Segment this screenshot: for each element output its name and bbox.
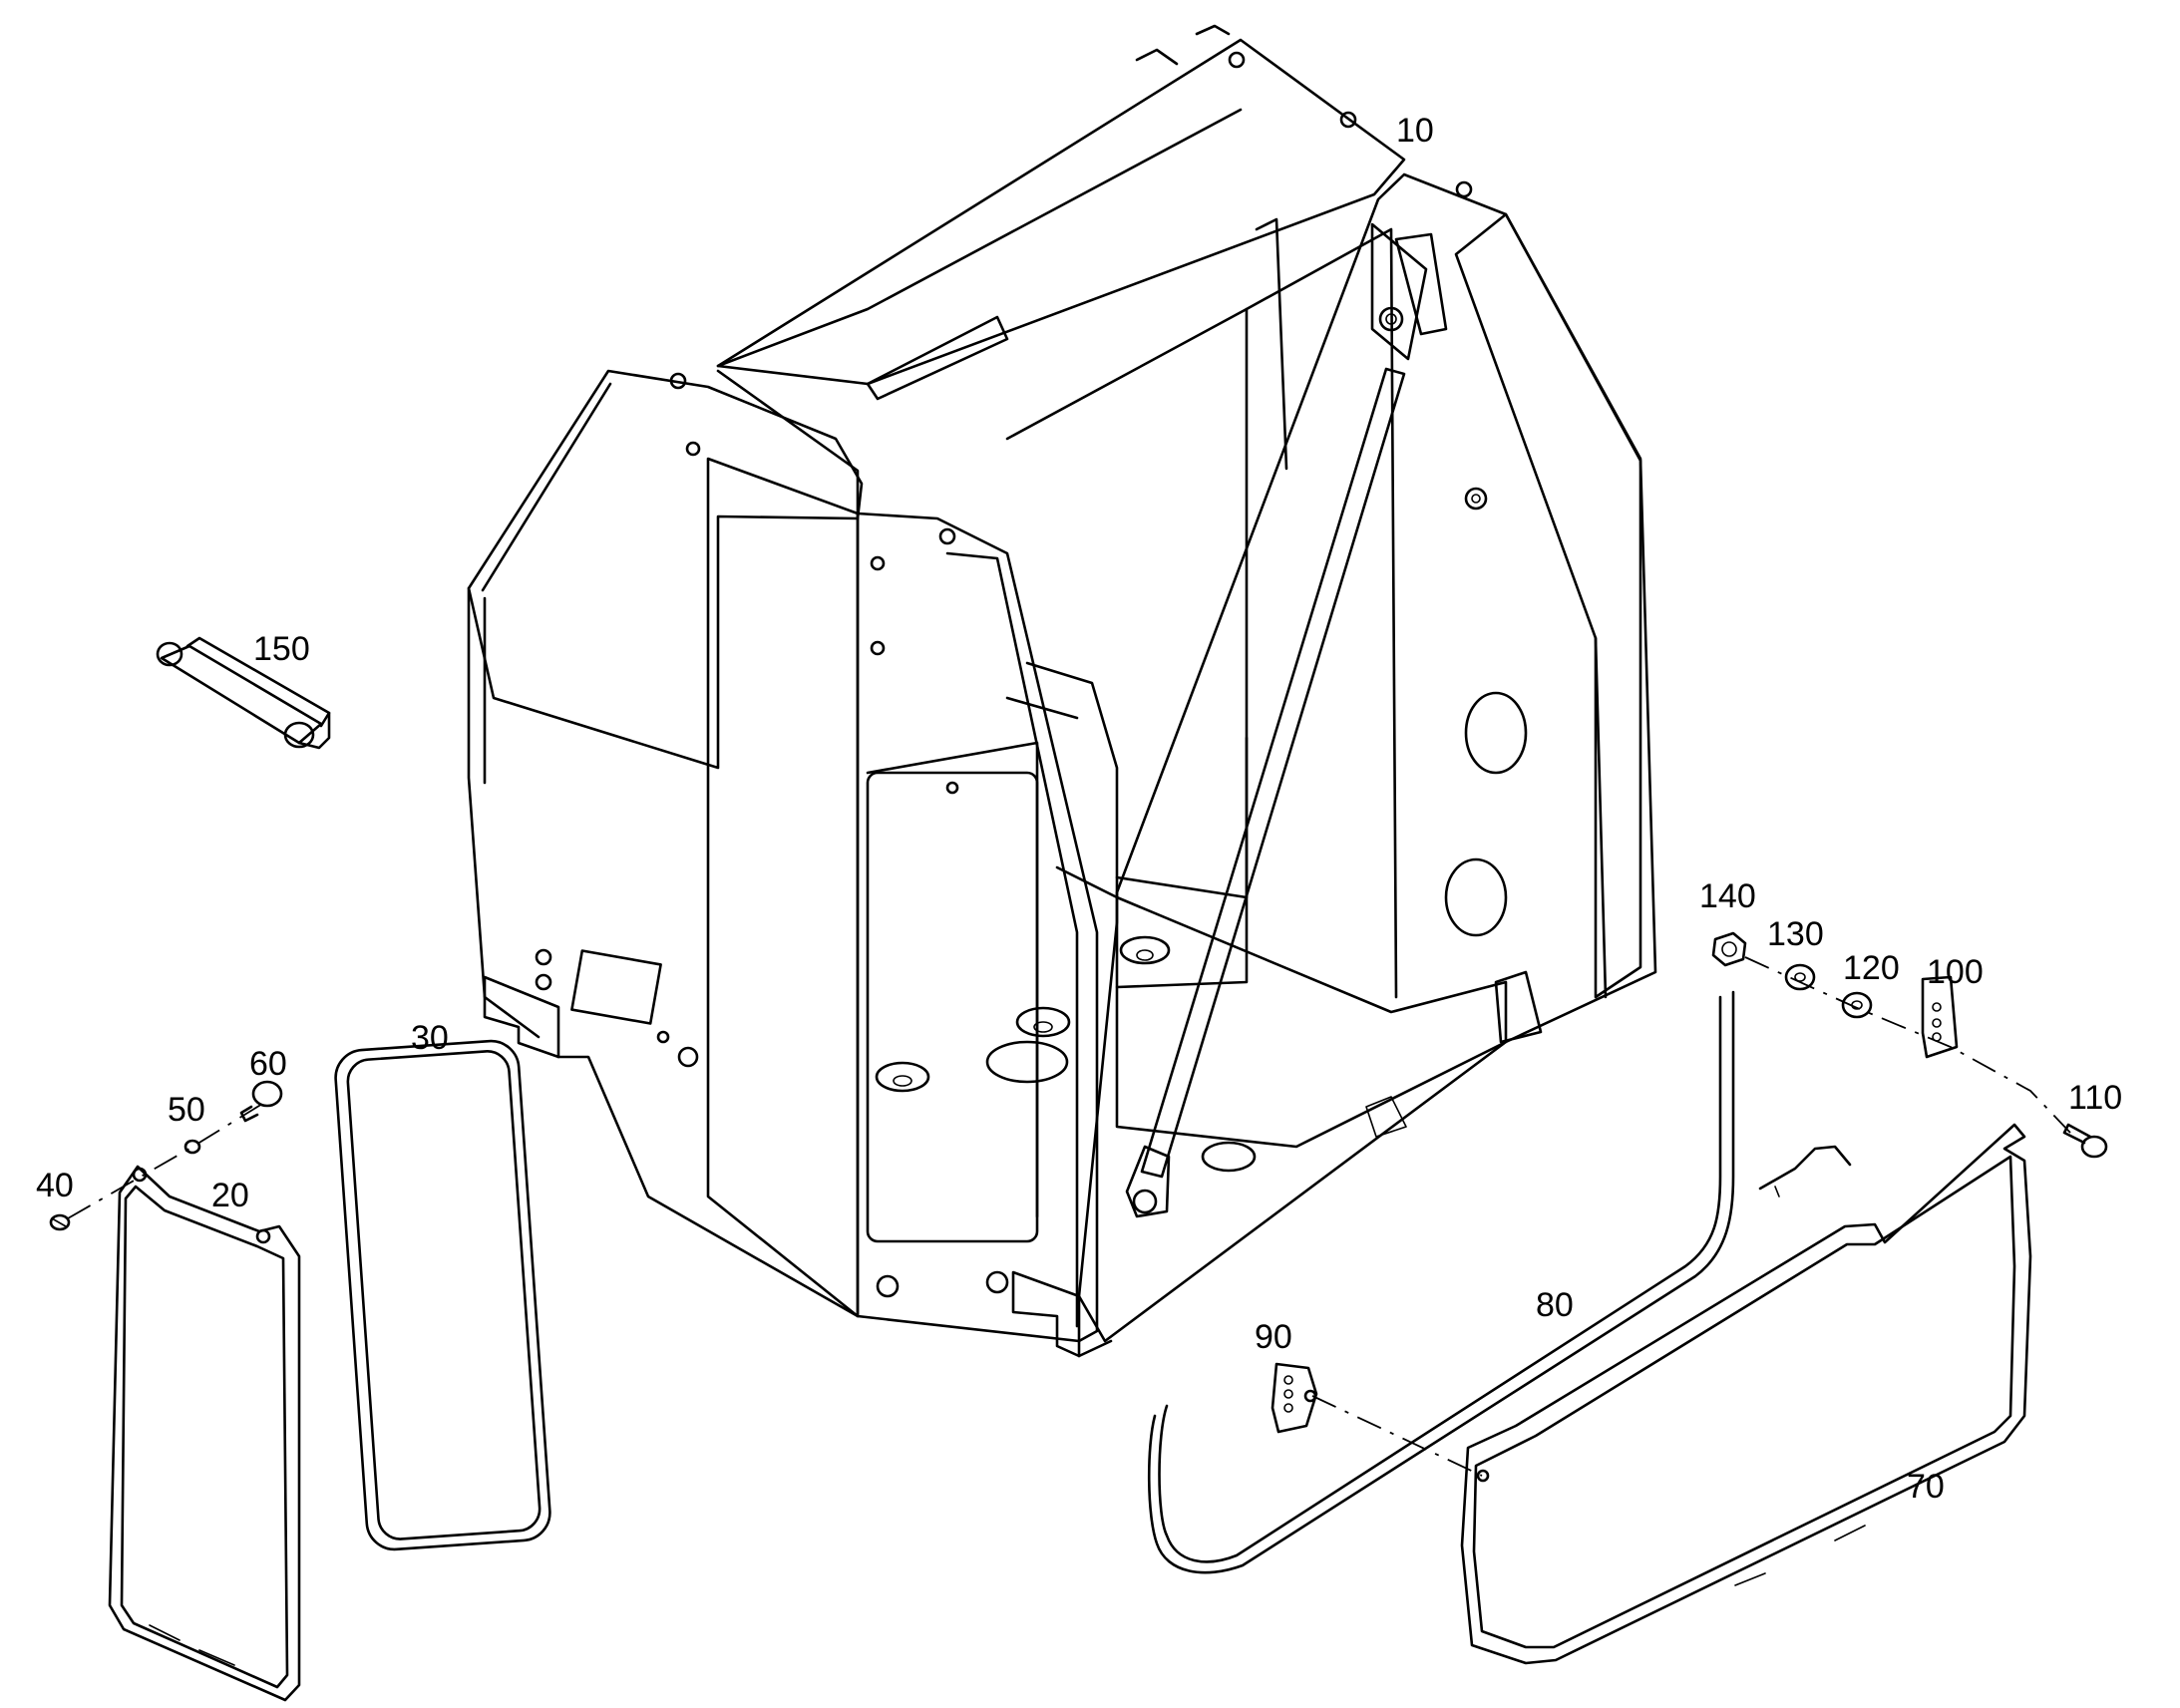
hinge-pin-part <box>156 636 331 750</box>
callout-30: 30 <box>411 1019 449 1057</box>
callout-150: 150 <box>253 630 310 668</box>
callout-70: 70 <box>1907 1468 1945 1506</box>
callout-80: 80 <box>1536 1286 1574 1324</box>
screw-right-part <box>2062 1123 2108 1159</box>
callout-120: 120 <box>1843 949 1900 987</box>
panel-right-part <box>1460 1123 2032 1665</box>
callout-40: 40 <box>36 1167 74 1204</box>
leader-left-hardware <box>67 1100 268 1219</box>
callout-50: 50 <box>168 1091 205 1129</box>
bolt-left <box>49 1213 71 1231</box>
callout-130: 130 <box>1767 915 1824 953</box>
callout-100: 100 <box>1927 953 1984 991</box>
main-frame <box>467 24 1657 1358</box>
nut-part <box>1711 931 1747 967</box>
callout-140: 140 <box>1699 877 1756 915</box>
leader-right-hardware <box>1744 956 2071 1134</box>
callout-10: 10 <box>1396 112 1434 150</box>
latch-left <box>239 1080 283 1123</box>
washer-a-part <box>1784 963 1816 991</box>
washer-left <box>183 1139 201 1155</box>
callout-110: 110 <box>2068 1079 2122 1117</box>
hinge-small-part <box>1271 1362 1318 1434</box>
callout-20: 20 <box>211 1177 249 1214</box>
washer-b-part <box>1841 991 1873 1019</box>
seal-right-part <box>1147 990 1735 1574</box>
leader-hinge-small <box>1311 1395 1483 1477</box>
callout-60: 60 <box>249 1045 287 1083</box>
seal-left-part <box>334 1039 551 1551</box>
panel-left-part <box>108 1165 301 1702</box>
callout-90: 90 <box>1255 1318 1292 1356</box>
